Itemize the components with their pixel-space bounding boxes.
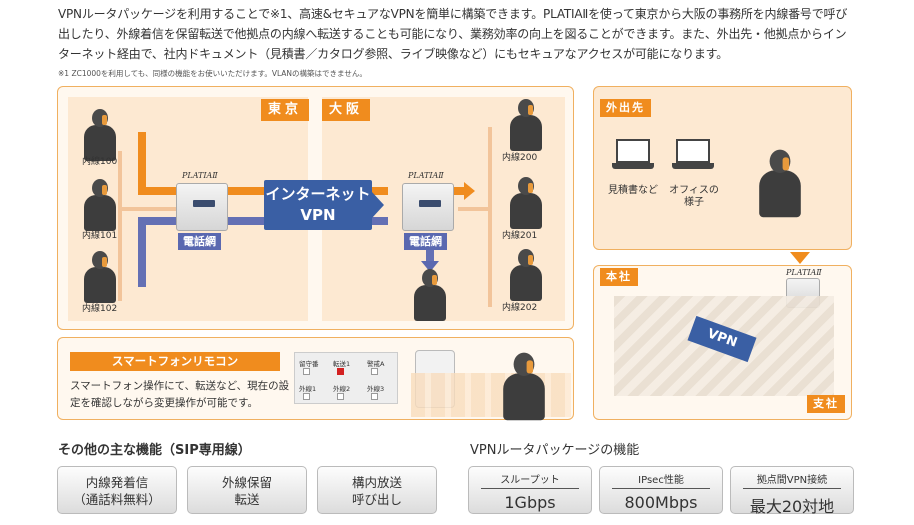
person-transfer-icon [410, 267, 450, 323]
feature-paging: 構内放送 呼び出し [317, 466, 437, 514]
person-ext201-icon [506, 175, 546, 231]
away-panel: 外出先 見積書など オフィスの様子 [593, 86, 852, 250]
screen-cell-1: 留守番 [299, 360, 319, 368]
blue-path-down [138, 217, 146, 287]
indicator-6 [371, 393, 378, 400]
spec-throughput-value: 1Gbps [504, 493, 556, 512]
pbx-left-icon [176, 183, 228, 231]
tokyo-ext-riser [118, 151, 122, 301]
screen-cell-2: 転送1 [333, 360, 351, 368]
person-ext101-icon [80, 177, 120, 233]
orange-path-up [138, 132, 146, 192]
spec-throughput: スループット 1Gbps [468, 466, 592, 514]
screen-cell-3: 警戒A [367, 360, 385, 368]
tokyo-ext-link [118, 207, 208, 211]
indicator-1 [303, 368, 310, 375]
orange-path-out [444, 187, 466, 195]
spec-site-vpn-key: 拠点間VPN接続 [743, 471, 841, 489]
vpn-box-line1: インターネット [265, 185, 371, 203]
hq-pbx-brand: PLATIAⅡ [786, 268, 822, 277]
screen-cell-5: 外線2 [333, 385, 351, 393]
person-ext202-icon [506, 247, 546, 303]
osaka-tag: 大阪 [322, 99, 370, 121]
ext-200-label: 内線200 [502, 153, 538, 163]
feature-paging-line2: 呼び出し [351, 492, 402, 507]
spec-ipsec-key: IPsec性能 [612, 471, 710, 489]
laptop-1-label: 見積書など [608, 185, 658, 196]
blue-arrow-icon [421, 261, 439, 272]
intro-footnote: ※1 ZC1000を利用しても、同様の機能をお使いいただけます。VLANの構築は… [58, 69, 367, 78]
person-smartphone-icon [498, 350, 550, 423]
indicator-3 [371, 368, 378, 375]
laptop-1-icon [612, 139, 654, 173]
person-ext100-icon [80, 107, 120, 163]
vpn-diagram-panel: 東京 大阪 内線100 内線101 内線102 PLATIAⅡ 電話網 インター… [57, 86, 574, 330]
person-ext200-icon [506, 97, 546, 153]
feature-hold-transfer-line2: 転送 [234, 492, 260, 507]
osaka-ext-riser [488, 127, 492, 307]
blue-path [138, 217, 388, 225]
feature-ext-call-line1: 内線発着信 [85, 475, 149, 490]
feature-hold-transfer-line1: 外線保留 [221, 475, 272, 490]
spec-site-vpn-value: 最大20対地 [749, 497, 835, 516]
feature-ext-call: 内線発着信 （通話料無料） [57, 466, 177, 514]
screen-cell-6: 外線3 [367, 385, 385, 393]
indicator-2 [337, 368, 344, 375]
vpn-box-line2: VPN [300, 206, 336, 224]
orange-path [138, 187, 388, 195]
blue-path-drop [426, 237, 434, 263]
feature-paging-line1: 構内放送 [351, 475, 402, 490]
screen-cell-4: 外線1 [299, 385, 317, 393]
smartphone-remote-desc: スマートフォン操作にて、転送など、現在の設定を確認しながら変更操作が可能です。 [70, 380, 290, 409]
pbx-brand-right: PLATIAⅡ [408, 171, 444, 180]
tel-tag-left: 電話網 [178, 233, 221, 250]
vpnpkg-heading: VPNルータパッケージの機能 [470, 443, 640, 458]
branch-tag: 支社 [807, 395, 845, 413]
smartphone-remote-panel: スマートフォンリモコン スマートフォン操作にて、転送など、現在の設定を確認しなが… [57, 337, 574, 423]
remote-status-screen: 留守番 転送1 警戒A 外線1 外線2 外線3 [294, 352, 398, 404]
indicator-5 [337, 393, 344, 400]
spec-throughput-key: スループット [481, 471, 579, 489]
hq-panel: 本社 PLATIAⅡ VPN 支社 [593, 265, 852, 420]
ext-100-label: 内線100 [82, 157, 118, 167]
osaka-ext-link [458, 207, 492, 211]
ext-201-label: 内線201 [502, 231, 538, 241]
laptop-2-label: オフィスの様子 [669, 185, 719, 208]
spec-site-vpn: 拠点間VPN接続 最大20対地 [730, 466, 854, 516]
intro-text: VPNルータパッケージを利用することで※1、高速&セキュアなVPNを簡単に構築で… [58, 7, 848, 61]
internet-vpn-box: インターネット VPN [264, 180, 384, 230]
indicator-4 [303, 393, 310, 400]
hq-tag: 本社 [600, 268, 638, 286]
pbx-brand-left: PLATIAⅡ [182, 171, 218, 180]
tokyo-tag: 東京 [261, 99, 309, 121]
feature-hold-transfer: 外線保留 転送 [187, 466, 307, 514]
pbx-right-icon [402, 183, 454, 231]
tel-tag-right: 電話網 [404, 233, 447, 250]
orange-arrow-icon [464, 182, 475, 200]
ext-202-label: 内線202 [502, 303, 538, 313]
spec-ipsec: IPsec性能 800Mbps [599, 466, 723, 514]
person-away-icon [754, 147, 806, 220]
ext-101-label: 内線101 [82, 231, 118, 241]
feature-ext-call-line2: （通話料無料） [73, 492, 161, 507]
laptop-2-icon [672, 139, 714, 173]
spec-ipsec-value: 800Mbps [624, 493, 698, 512]
smartphone-remote-title: スマートフォンリモコン [70, 352, 280, 371]
away-tag: 外出先 [600, 99, 651, 117]
person-ext102-icon [80, 249, 120, 305]
ext-102-label: 内線102 [82, 304, 118, 314]
features-heading: その他の主な機能（SIP専用線） [58, 443, 251, 458]
down-arrow-icon [790, 252, 810, 264]
